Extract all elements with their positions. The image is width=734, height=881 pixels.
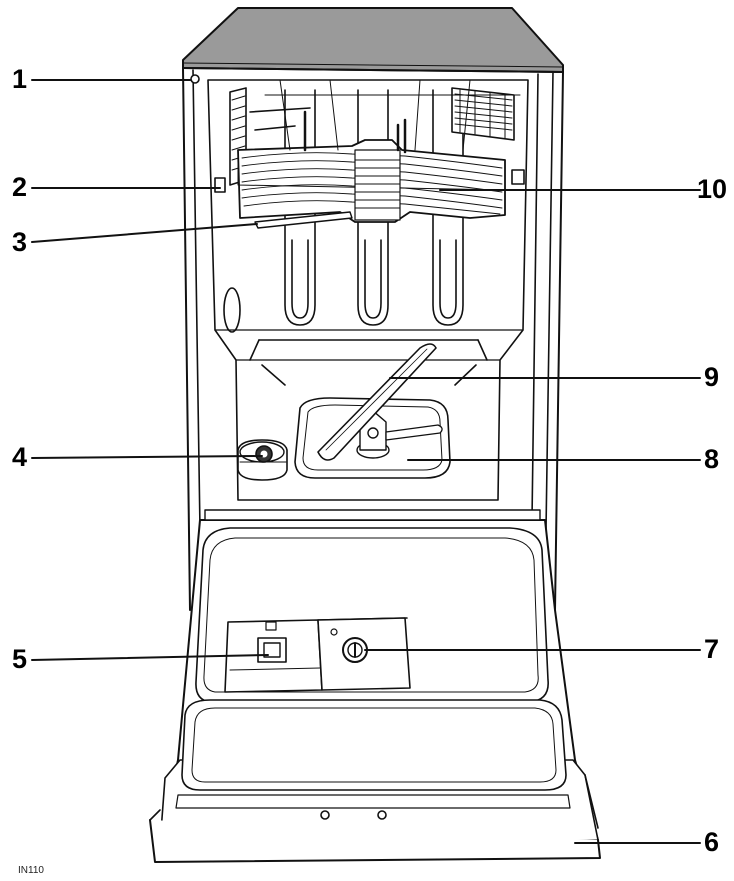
callout-8: 8 — [704, 444, 720, 474]
leader-4 — [31, 455, 263, 459]
salt-container-cap — [237, 439, 288, 481]
leader-5 — [31, 654, 269, 661]
upper-spray-arm — [254, 211, 353, 229]
rinse-aid-dispenser — [317, 617, 411, 691]
callout-2: 2 — [12, 172, 28, 202]
upper-basket — [214, 79, 525, 223]
callout-1: 1 — [12, 64, 28, 94]
callout-7: 7 — [704, 634, 720, 664]
leader-lines — [31, 79, 701, 844]
figure-code: IN110 — [18, 865, 44, 876]
leader-3 — [31, 223, 258, 243]
callout-4: 4 — [12, 442, 28, 472]
door-catch-icon — [190, 74, 200, 84]
cabinet — [182, 7, 564, 611]
callout-6: 6 — [704, 827, 720, 857]
callout-3: 3 — [12, 227, 28, 257]
worktop — [182, 7, 564, 73]
side-vent — [223, 287, 241, 333]
callout-5: 5 — [12, 644, 28, 674]
detergent-dispenser — [224, 617, 408, 693]
callout-9: 9 — [704, 362, 720, 392]
lower-spray-arm — [317, 343, 437, 461]
tub — [207, 79, 529, 501]
callout-10: 10 — [697, 174, 728, 204]
